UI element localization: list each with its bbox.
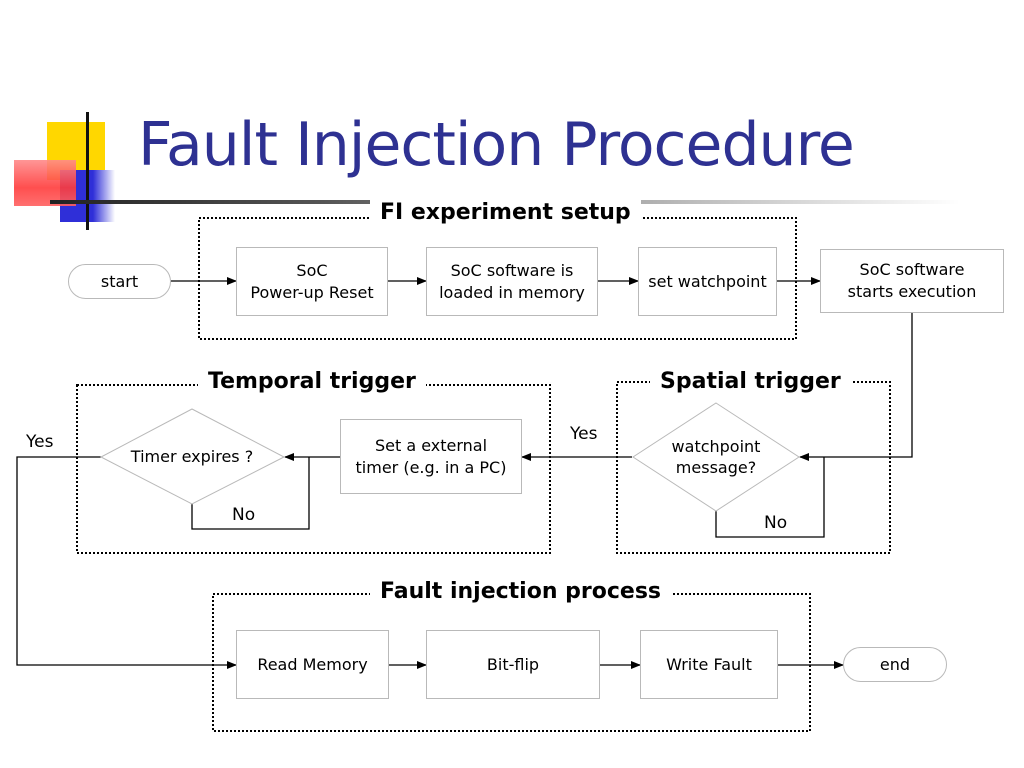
bit-flip-box: Bit-flip xyxy=(426,630,600,699)
deco-red-square xyxy=(14,160,76,206)
deco-vertical-line xyxy=(86,112,89,230)
software-execution-box: SoC software starts execution xyxy=(820,249,1004,313)
timer-decision-label: Timer expires ? xyxy=(130,447,254,466)
section-title-injection: Fault injection process xyxy=(370,578,672,606)
end-node: end xyxy=(843,647,947,682)
set-timer-box: Set a external timer (e.g. in a PC) xyxy=(340,419,522,494)
spatial-yes-label: Yes xyxy=(570,424,598,444)
injection-frame xyxy=(212,593,811,732)
write-fault-box: Write Fault xyxy=(640,630,778,699)
power-up-reset-box: SoC Power-up Reset xyxy=(236,247,388,316)
section-title-spatial: Spatial trigger xyxy=(650,368,851,396)
temporal-no-label: No xyxy=(232,505,256,525)
section-title-temporal: Temporal trigger xyxy=(198,368,426,396)
section-title-setup: FI experiment setup xyxy=(370,199,641,227)
setup-frame xyxy=(198,217,797,340)
spatial-no-label: No xyxy=(764,513,788,533)
read-memory-box: Read Memory xyxy=(236,630,389,699)
start-node: start xyxy=(68,264,171,299)
software-loaded-box: SoC software is loaded in memory xyxy=(426,247,598,316)
timer-decision-diamond xyxy=(99,408,286,505)
watchpoint-decision-diamond xyxy=(632,402,800,512)
set-watchpoint-box: set watchpoint xyxy=(638,247,777,316)
temporal-yes-label: Yes xyxy=(26,432,54,452)
page-title: Fault Injection Procedure xyxy=(138,110,855,180)
watchpoint-decision-label: watchpoint message? xyxy=(671,437,761,477)
